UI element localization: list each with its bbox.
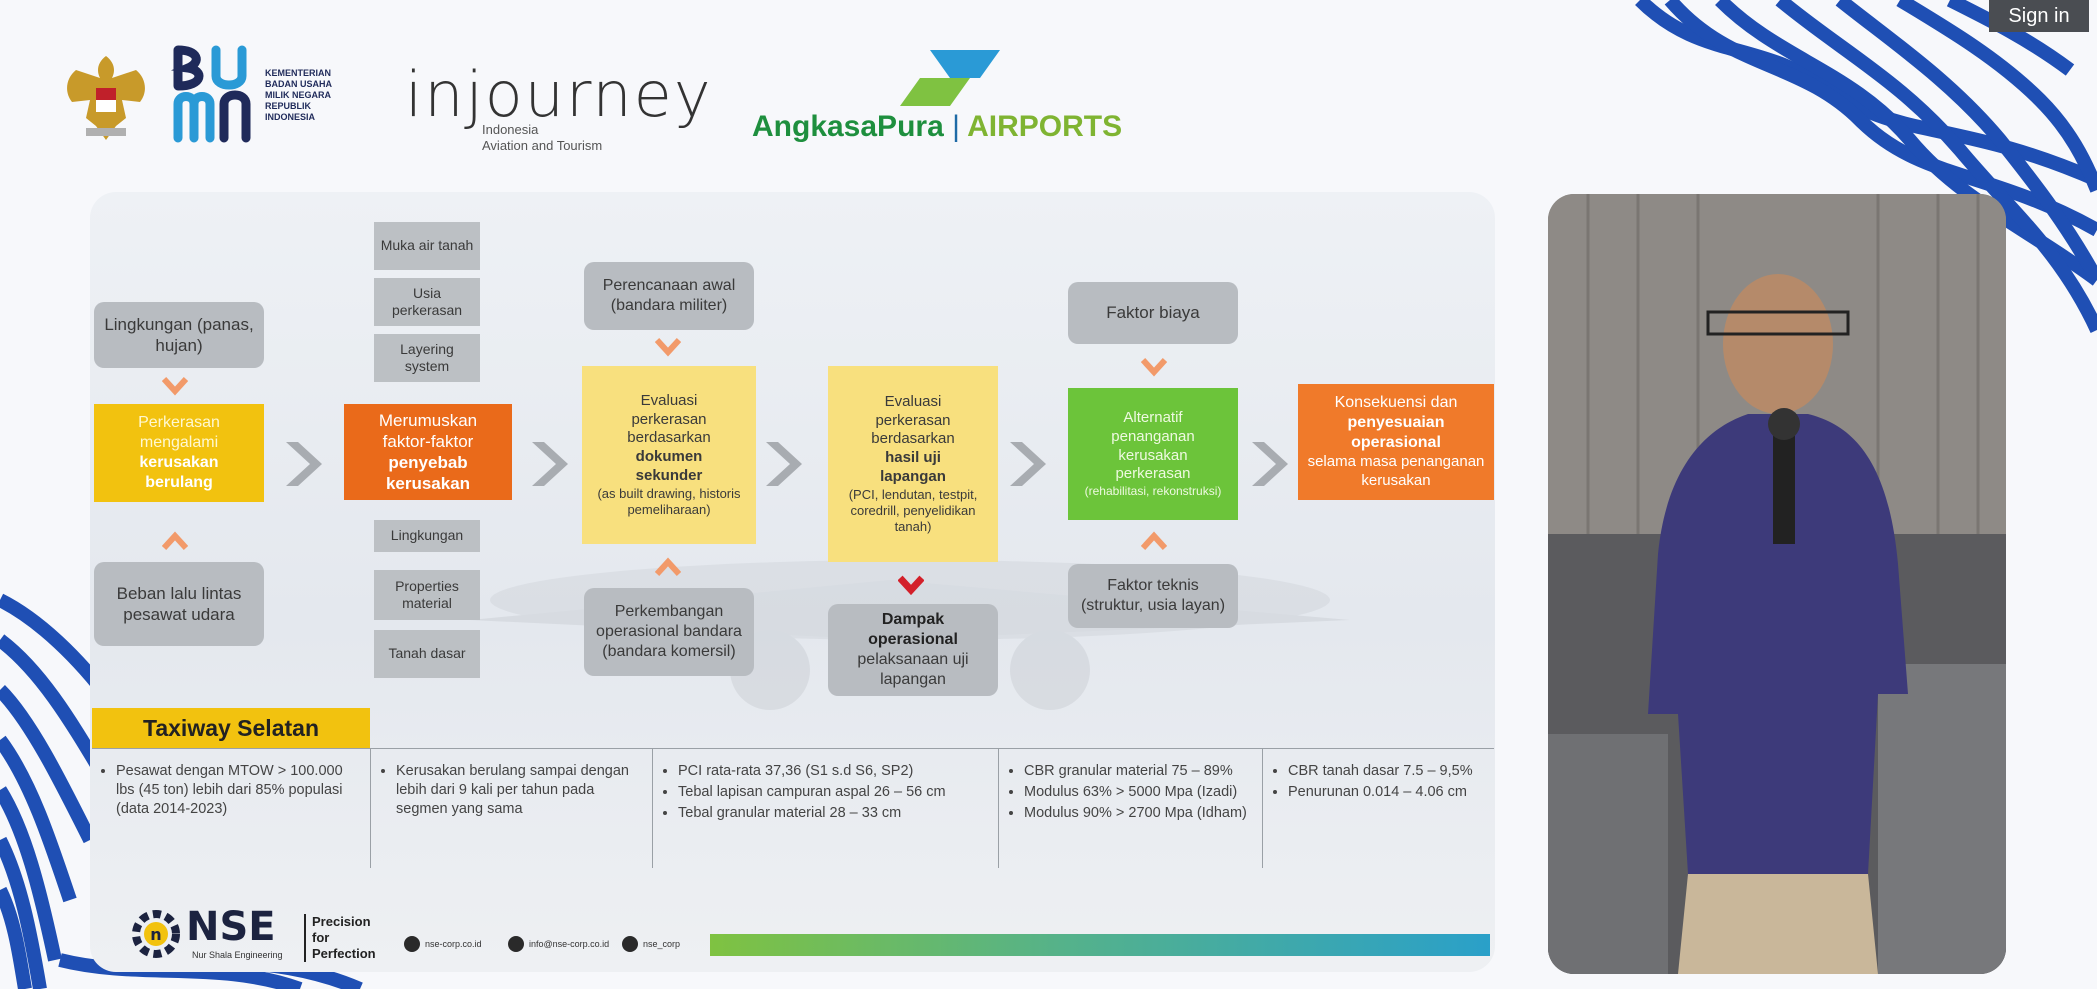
box-konsekuensi-penyesuaian: Konsekuensi dan penyesuaian operasional … [1298, 384, 1494, 500]
table-divider [92, 748, 1494, 749]
box-beban-lalu-lintas: Beban lalu lintas pesawat udara [94, 562, 264, 646]
mail-icon [508, 936, 524, 952]
table-cell-pci: PCI rata-rata 37,36 (S1 s.d S6, SP2) Teb… [654, 758, 998, 829]
chevron-up-icon [1141, 531, 1167, 551]
table-divider [652, 748, 653, 868]
chevron-down-icon [162, 376, 188, 396]
table-cell-damage: Kerusakan berulang sampai dengan lebih d… [372, 758, 652, 825]
globe-icon [404, 936, 420, 952]
speaker-video-feed [1548, 194, 2006, 974]
box-merumuskan-faktor: Merumuskan faktor-faktor penyebab kerusa… [344, 404, 512, 500]
chevron-down-icon [898, 575, 924, 596]
injourney-subtitle: Indonesia Aviation and Tourism [482, 122, 603, 153]
injourney-logo: injourney [405, 58, 713, 131]
box-faktor-teknis: Faktor teknis (struktur, usia layan) [1068, 564, 1238, 628]
speaker-video-image [1548, 194, 2006, 974]
table-divider [998, 748, 999, 868]
box-faktor-biaya: Faktor biaya [1068, 282, 1238, 344]
table-cell-cbr-granular: CBR granular material 75 – 89% Modulus 6… [1000, 758, 1262, 829]
slide-panel [90, 192, 1495, 972]
box-perkerasan-mengalami-kerusakan: Perkerasan mengalami kerusakan berulang [94, 404, 264, 502]
arrow-right-icon [286, 442, 322, 486]
instagram-icon [622, 936, 638, 952]
box-lingkungan-panas-hujan: Lingkungan (panas, hujan) [94, 302, 264, 368]
arrow-right-icon [1010, 442, 1046, 486]
arrow-right-icon [766, 442, 802, 486]
box-usia-perkerasan: Usia perkerasan [374, 278, 480, 326]
taxiway-selatan-title: Taxiway Selatan [92, 708, 370, 748]
nse-logo-text: NSE [186, 904, 276, 950]
table-cell-traffic: Pesawat dengan MTOW > 100.000 lbs (45 to… [92, 758, 370, 825]
box-evaluasi-hasil-uji-lapangan: Evaluasi perkerasan berdasarkan hasil uj… [828, 366, 998, 562]
nse-gear-logo-icon: n [132, 910, 180, 958]
table-divider [370, 748, 371, 868]
sign-in-button[interactable]: Sign in [1989, 0, 2089, 32]
angkasa-pura-mark-icon [900, 50, 1000, 106]
angkasa-pura-logo: AngkasaPura | AIRPORTS [752, 110, 1123, 143]
chevron-up-icon [655, 557, 681, 577]
garuda-emblem-logo [67, 56, 145, 140]
social-email: info@nse-corp.co.id [508, 936, 609, 952]
box-properties-material: Properties material [374, 570, 480, 620]
footer-gradient-bar [710, 934, 1490, 956]
nse-tagline: Precision for Perfection [304, 914, 376, 962]
box-muka-air-tanah: Muka air tanah [374, 222, 480, 270]
box-tanah-dasar: Tanah dasar [374, 630, 480, 678]
box-perencanaan-awal: Perencanaan awal (bandara militer) [584, 262, 754, 330]
table-divider [1262, 748, 1263, 868]
chevron-up-icon [162, 531, 188, 551]
social-website: nse-corp.co.id [404, 936, 482, 952]
svg-text:n: n [150, 925, 161, 944]
social-instagram: nse_corp [622, 936, 680, 952]
nse-subtitle: Nur Shala Engineering [192, 950, 283, 960]
arrow-right-icon [532, 442, 568, 486]
chevron-down-icon [1141, 357, 1167, 377]
box-evaluasi-dokumen-sekunder: Evaluasi perkerasan berdasarkan dokumen … [582, 366, 756, 544]
box-dampak-operasional: Dampak operasional pelaksanaan uji lapan… [828, 604, 998, 696]
chevron-down-icon [655, 337, 681, 357]
box-perkembangan-operasional: Perkembangan operasional bandara (bandar… [584, 588, 754, 676]
bumn-ministry-text: KEMENTERIAN BADAN USAHA MILIK NEGARA REP… [265, 68, 332, 122]
bumn-logo [171, 45, 251, 143]
table-cell-cbr-tanah: CBR tanah dasar 7.5 – 9,5% Penurunan 0.0… [1264, 758, 1494, 808]
arrow-right-icon [1252, 442, 1288, 486]
box-alternatif-penanganan: Alternatif penanganan kerusakan perkeras… [1068, 388, 1238, 520]
box-layering-system: Layering system [374, 334, 480, 382]
box-lingkungan: Lingkungan [374, 520, 480, 552]
